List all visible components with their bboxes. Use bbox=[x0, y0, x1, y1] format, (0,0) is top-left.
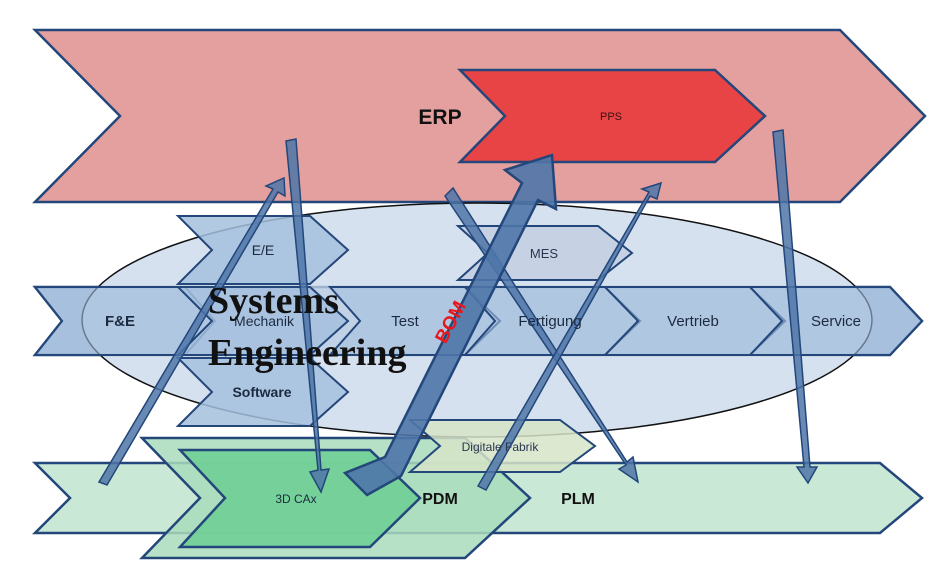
test-label: Test bbox=[391, 313, 419, 330]
plm-label: PLM bbox=[561, 491, 595, 508]
digitale-fabrik-label: Digitale Fabrik bbox=[462, 440, 540, 454]
software-label: Software bbox=[232, 384, 291, 400]
fe-label: F&E bbox=[105, 313, 135, 330]
cax-label: 3D CAx bbox=[275, 492, 316, 506]
vertrieb-label: Vertrieb bbox=[667, 313, 719, 330]
arrow-plm-up-to-erp bbox=[476, 181, 663, 491]
arrow-plm-to-erp bbox=[97, 176, 286, 486]
erp-chevron bbox=[32, 28, 927, 204]
mechanik-label: Mechanik bbox=[234, 313, 295, 329]
service-label: Service bbox=[811, 313, 861, 330]
bom-arrow bbox=[342, 153, 558, 497]
erp-label: ERP bbox=[418, 106, 461, 129]
ee-label: E/E bbox=[252, 242, 275, 258]
mes-label: MES bbox=[530, 246, 559, 261]
systems-title: Systems bbox=[208, 280, 339, 322]
fertigung-label: Fertigung bbox=[518, 313, 581, 330]
pdm-label: PDM bbox=[422, 491, 458, 508]
engineering-title: Engineering bbox=[208, 332, 406, 374]
pps-chevron bbox=[457, 68, 767, 164]
arrow-erp-to-cax bbox=[285, 138, 331, 494]
pps-label: PPS bbox=[600, 111, 622, 123]
arrow-pps-to-plm bbox=[772, 129, 819, 485]
